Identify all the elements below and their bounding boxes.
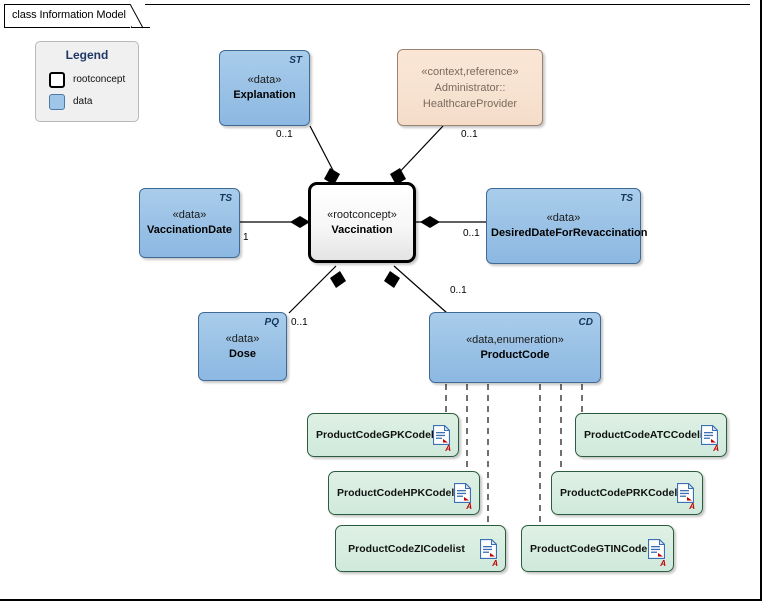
explanation-name: Explanation (233, 89, 296, 101)
document-icon (432, 424, 451, 446)
codelist-label-gpk: ProductCodeGPKCodelist (316, 429, 447, 441)
desired-date-stereotype: «data» (546, 212, 581, 224)
legend-label-rootconcept: rootconcept (73, 74, 126, 85)
healthcare-provider-namespace: Administrator:: (434, 81, 506, 94)
document-icon (453, 482, 472, 504)
vaccination-date-stereotype: «data» (172, 209, 207, 221)
document-icon (479, 537, 498, 559)
codelist-node-hpk[interactable]: ProductCodeHPKCodelist A (328, 471, 480, 515)
codelist-label-zi: ProductCodeZICodelist (348, 542, 465, 555)
codelist-marker-gtin: A (660, 559, 666, 568)
codelist-marker-prk: A (689, 502, 695, 511)
rootconcept-swatch-icon (49, 72, 65, 88)
codelist-marker-zi: A (492, 559, 498, 568)
explanation-stereotype: «data» (247, 74, 282, 86)
diagram-frame-tab: class Information Model (4, 4, 144, 29)
codelist-label-prk: ProductCodePRKCodelist (560, 487, 690, 499)
product-code-type-tag: CD (578, 317, 593, 328)
class-node-dose[interactable]: PQ «data» Dose (198, 312, 287, 381)
codelist-label-hpk: ProductCodeHPKCodelist (337, 487, 467, 499)
explanation-type-tag: ST (289, 55, 302, 66)
multiplicity-desired-date: 0..1 (463, 228, 480, 239)
class-node-product-code[interactable]: CD «data,enumeration» ProductCode (429, 312, 601, 383)
vaccination-name: Vaccination (331, 223, 393, 236)
diagram-title: class Information Model (12, 9, 126, 21)
codelist-marker-gpk: A (445, 444, 451, 453)
legend-label-data: data (73, 96, 93, 107)
class-node-desired-date-for-revaccination[interactable]: TS «data» DesiredDateForRevaccination (486, 188, 648, 264)
dose-stereotype: «data» (225, 332, 260, 345)
tab-corner-cut (130, 4, 144, 29)
multiplicity-vaccination-date: 1 (243, 232, 249, 243)
codelist-label-atc: ProductCodeATCCodelist (584, 429, 713, 441)
multiplicity-explanation: 0..1 (276, 129, 293, 140)
healthcare-provider-name: HealthcareProvider (422, 97, 518, 110)
legend-panel: Legend rootconcept data (35, 41, 139, 122)
dose-type-tag: PQ (264, 317, 279, 328)
codelist-marker-hpk: A (466, 502, 472, 511)
legend-title: Legend (65, 48, 109, 62)
vaccination-date-type-tag: TS (219, 193, 232, 204)
class-node-vaccination[interactable]: «rootconcept» Vaccination (308, 182, 416, 263)
codelist-node-gpk[interactable]: ProductCodeGPKCodelist A (307, 413, 459, 457)
vaccination-stereotype: «rootconcept» (327, 208, 397, 221)
codelist-label-gtin: ProductCodeGTINCodelist (530, 542, 663, 555)
product-code-stereotype: «data,enumeration» (466, 333, 564, 346)
multiplicity-healthcare-provider: 0..1 (461, 129, 478, 140)
desired-date-type-tag: TS (620, 193, 633, 204)
document-icon (647, 537, 666, 559)
class-node-explanation[interactable]: ST «data» Explanation (219, 50, 310, 126)
desired-date-name: DesiredDateForRevaccination (491, 227, 648, 239)
healthcare-provider-stereotype: «context,reference» (421, 65, 519, 78)
vaccination-date-name: VaccinationDate (147, 224, 232, 236)
product-code-name: ProductCode (480, 348, 550, 361)
codelist-node-prk[interactable]: ProductCodePRKCodelist A (551, 471, 703, 515)
class-node-healthcare-provider[interactable]: «context,reference» Administrator:: Heal… (397, 49, 543, 126)
codelist-node-zi[interactable]: ProductCodeZICodelist A (335, 525, 506, 572)
frame-top-border (145, 4, 750, 5)
multiplicity-product-code: 0..1 (450, 285, 467, 296)
document-icon (676, 482, 695, 504)
codelist-marker-atc: A (713, 444, 719, 453)
data-swatch-icon (49, 94, 65, 110)
document-icon (700, 424, 719, 446)
class-node-vaccination-date[interactable]: TS «data» VaccinationDate (139, 188, 240, 258)
multiplicity-dose: 0..1 (291, 317, 308, 328)
codelist-node-gtin[interactable]: ProductCodeGTINCodelist A (521, 525, 674, 572)
codelist-node-atc[interactable]: ProductCodeATCCodelist A (575, 413, 727, 457)
dose-name: Dose (229, 347, 256, 360)
